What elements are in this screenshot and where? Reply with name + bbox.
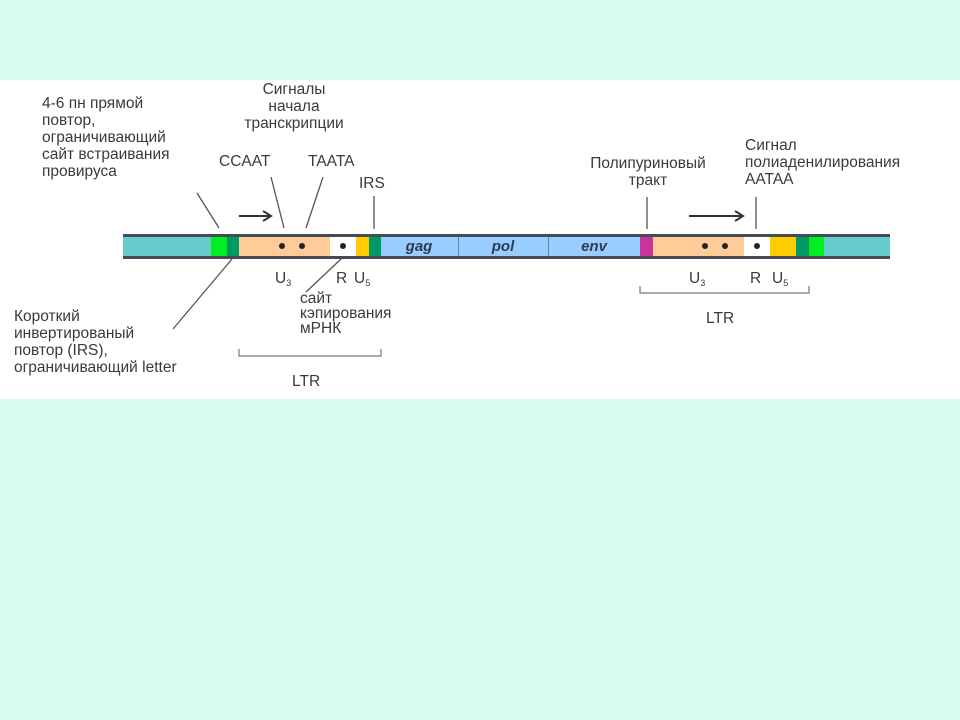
left-direct-repeat [211,237,227,256]
u3-letter: U [275,270,287,287]
ccaat-label: CCAAT [219,153,271,170]
right-u5-label: U5 [772,270,788,292]
right-direct-repeat [809,237,824,256]
taata-dot [299,243,305,249]
inverted-repeat-label: Короткий инвертированый повтор (IRS), ог… [14,308,177,376]
polypurine-segment [640,237,653,256]
inverted-repeat-pointer [172,258,233,330]
ccaat-pointer [270,176,285,229]
ltr-left-bracket [238,349,382,357]
left-u5 [356,237,369,256]
right-u3 [653,237,744,256]
u3-subscript: 3 [286,278,292,288]
transcription-signals-label: Сигналы начала транскрипции [244,81,344,132]
u5-subscript: 5 [783,278,789,288]
env-segment [549,237,640,256]
capping-site-label: сайт кэпирования мРНК [300,290,392,337]
pol-segment [459,237,548,256]
left-irs-inner [369,237,381,256]
direct-repeat-pointer [196,192,220,229]
left-flank [123,237,211,256]
signal-dots [279,243,760,249]
ccaat-dot-right [702,243,708,249]
gene-label-gag: gag [405,238,433,255]
transcription-arrowhead-right [734,210,745,222]
left-r-label: R [336,270,348,287]
polypurine-tract-label: Полипуриновый тракт [590,155,706,189]
ltr-right-bracket [639,286,810,294]
direct-repeat-label: 4-6 пн прямой повтор, ограничивающий сай… [42,95,170,180]
taata-pointer [305,176,324,229]
genome-segments [123,237,890,256]
gag-segment [381,237,458,256]
polya-dot [754,243,760,249]
taata-label: TAATA [308,153,355,170]
ltr-right-label: LTR [706,310,735,327]
ltr-left-label: LTR [292,373,321,390]
u3-subscript: 3 [700,278,706,288]
capping-dot [340,243,346,249]
right-flank [824,237,890,256]
taata-dot-right [722,243,728,249]
gene-label-pol: pol [491,238,515,255]
provirus-diagram: gag pol env [123,176,890,357]
left-u3-label: U3 [275,270,291,292]
transcription-arrowhead-left [262,210,273,222]
right-u5 [770,237,796,256]
u5-subscript: 5 [365,278,371,288]
left-irs-outer [227,237,239,256]
ccaat-dot [279,243,285,249]
right-r-label: R [750,270,762,287]
right-u3-label: U3 [689,270,705,292]
diagram-panel: gag pol env [0,80,960,399]
left-u5-label: U5 [354,270,370,292]
capping-pointer [305,258,342,293]
u3-letter: U [689,270,701,287]
gene-label-env: env [581,238,609,255]
u5-letter: U [772,270,784,287]
polyadenylation-signal-label: Сигнал полиаденилирования AATAA [745,137,901,188]
right-irs [796,237,809,256]
u5-letter: U [354,270,366,287]
irs-label: IRS [359,175,385,192]
